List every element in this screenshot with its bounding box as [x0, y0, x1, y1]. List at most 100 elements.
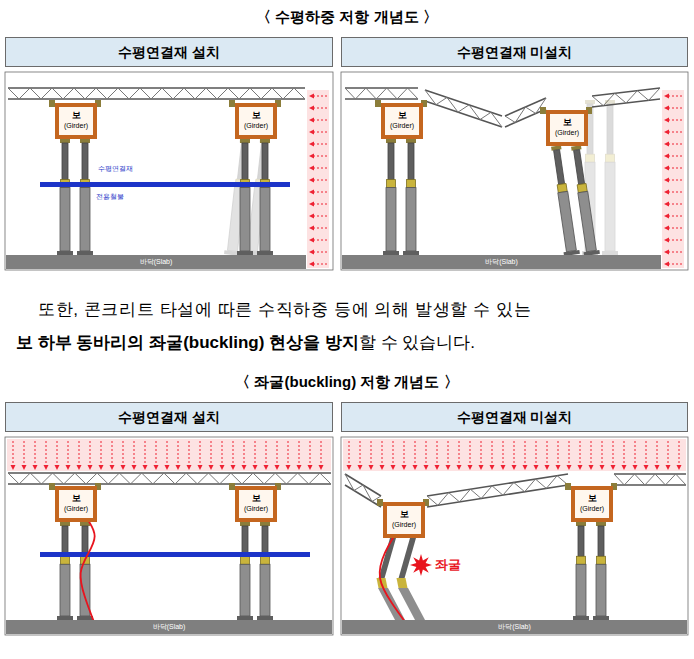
horizontal-tie-bar: [40, 182, 290, 187]
load-arrow: [178, 441, 179, 465]
part-label: 전용철물: [96, 192, 124, 202]
post-lower: [596, 564, 606, 616]
load-arrow: [635, 441, 636, 465]
section-title: 〈 좌굴(buckling) 저항 개념도 〉: [0, 373, 694, 392]
arrow-head: [664, 106, 669, 111]
body-text: 할 수 있습니다.: [359, 331, 475, 354]
panel-header: 수평연결재 미설치: [341, 402, 688, 432]
girder-title: 보: [242, 493, 270, 504]
arrow-head: [479, 465, 484, 470]
load-arrow: [313, 156, 327, 157]
shoring-post: [257, 139, 273, 255]
body-text-bold: 보 하부 동바리의 좌굴(buckling) 현상을 방지: [16, 331, 359, 354]
arrow-head: [110, 465, 115, 470]
shoring-post: [77, 522, 93, 620]
girder-title: 보: [388, 110, 416, 121]
arrow-head: [664, 226, 669, 231]
deck-truss: [345, 88, 418, 99]
shoring-post: [257, 522, 273, 620]
girder-title: 보: [62, 110, 90, 121]
girder-box: 보(Girder): [235, 103, 277, 139]
truss-web: [427, 476, 568, 506]
arrow-head: [446, 465, 451, 470]
load-arrow: [481, 441, 482, 465]
arrow-head: [644, 465, 649, 470]
post-head: [80, 139, 90, 143]
arrow-head: [556, 465, 561, 470]
panel-body: [5, 72, 333, 270]
horizontal-tie-bar: [40, 552, 310, 557]
panel-body: [341, 437, 688, 635]
girder-box: 보(Girder): [235, 486, 277, 522]
arrow-head: [165, 465, 170, 470]
post-upper: [242, 143, 248, 180]
shoring-post: [568, 145, 600, 256]
girder-box: 보(Girder): [55, 486, 97, 522]
deck-truss: [8, 88, 305, 99]
arrow-head: [309, 214, 314, 219]
post-upper: [262, 526, 268, 556]
slab-label: 바닥(Slab): [6, 255, 306, 269]
load-arrow: [646, 441, 647, 465]
load-arrow: [277, 441, 278, 465]
post-joint: [606, 154, 615, 162]
post-upper: [237, 143, 247, 180]
load-arrow: [313, 252, 327, 253]
girder-box: 보(Girder): [381, 103, 423, 139]
arrow-head: [154, 465, 159, 470]
arrow-head: [622, 465, 627, 470]
arrow-head: [143, 465, 148, 470]
arrow-head: [209, 465, 214, 470]
arrow-head: [297, 465, 302, 470]
post-lower: [558, 191, 577, 251]
arrow-head: [512, 465, 517, 470]
truss-chord: [8, 472, 331, 474]
post-lower: [578, 191, 597, 251]
arrow-head: [600, 465, 605, 470]
truss-web: [592, 88, 660, 106]
deck-truss: [425, 90, 502, 127]
arrow-head: [664, 178, 669, 183]
load-arrow: [492, 441, 493, 465]
post-upper: [82, 526, 88, 556]
arrow-head: [358, 465, 363, 470]
load-arrow: [57, 441, 58, 465]
load-arrow: [266, 441, 267, 465]
load-arrow: [679, 441, 680, 465]
arrow-head: [66, 465, 71, 470]
truss-web: [614, 474, 686, 485]
load-arrow: [558, 441, 559, 465]
truss-web: [345, 474, 381, 502]
arrow-head: [11, 465, 16, 470]
load-arrow: [255, 441, 256, 465]
post-head: [406, 139, 416, 143]
post-upper: [62, 526, 68, 556]
load-arrow: [668, 96, 682, 97]
truss-web: [505, 98, 546, 123]
arrow-head: [664, 130, 669, 135]
girder-box: 보(Girder): [571, 486, 613, 522]
panel-header: 수평연결재 설치: [5, 402, 333, 432]
arrow-head: [664, 94, 669, 99]
arrow-head: [309, 94, 314, 99]
truss-chord: [505, 109, 546, 127]
load-arrow: [393, 441, 394, 465]
load-arrow: [371, 441, 372, 465]
arrow-head: [309, 106, 314, 111]
arrow-head: [457, 465, 462, 470]
load-arrow: [613, 441, 614, 465]
load-arrow: [668, 204, 682, 205]
truss-web: [425, 90, 502, 127]
post-lower: [60, 188, 70, 251]
slab-band: 바닥(Slab): [342, 255, 661, 269]
arrow-head: [187, 465, 192, 470]
girder-subtitle: (Girder): [242, 121, 270, 130]
slab-label: 바닥(Slab): [342, 620, 687, 634]
panel-body: [341, 72, 688, 270]
load-arrow: [514, 441, 515, 465]
post-upper: [408, 143, 414, 180]
post-upper: [242, 526, 248, 556]
arrow-head: [88, 465, 93, 470]
load-arrow: [668, 252, 682, 253]
